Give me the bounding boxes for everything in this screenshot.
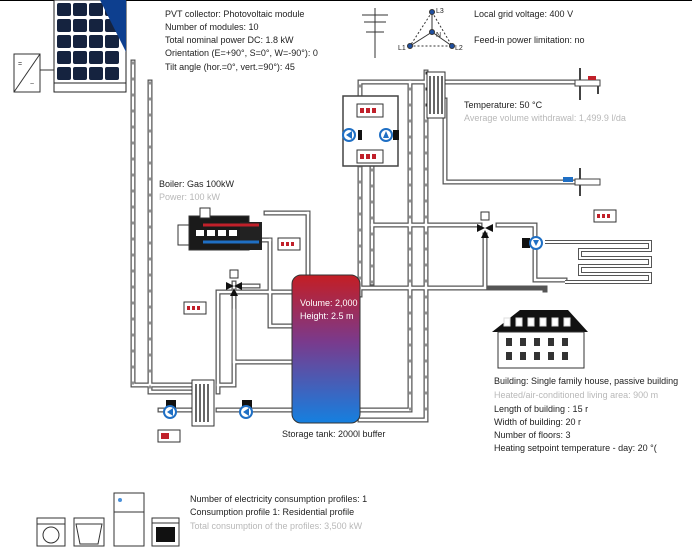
oven-icon [73, 517, 105, 547]
pvt-modules: Number of modules: 10 [165, 22, 259, 32]
phase-label-n: N [436, 32, 442, 39]
phase-label-l2: L2 [455, 45, 463, 52]
building-type: Building: Single family house, passive b… [494, 376, 679, 386]
pump-solar-left[interactable] [163, 400, 177, 419]
heat-exchanger-hot-water[interactable] [426, 71, 446, 119]
pvt-title: PVT collector: Photovoltaic module [165, 9, 305, 19]
meter-solar[interactable] [157, 429, 181, 443]
power-pylon-icon [362, 8, 388, 58]
top-border [0, 0, 692, 1]
consumption-profile-1: Consumption profile 1: Residential profi… [190, 507, 355, 517]
pvt-orientation: Orientation (E=+90°, S=0°, W=-90°): 0 [165, 48, 318, 58]
pump-station[interactable] [342, 95, 399, 167]
storage-tank[interactable] [291, 274, 361, 424]
cold-water-tap-icon [563, 168, 601, 196]
three-phase-grid-symbol [407, 9, 455, 49]
storage-caption: Storage tank: 2000l buffer [282, 429, 386, 439]
heat-exchanger-solar[interactable] [191, 379, 215, 427]
building-length: Length of building : 15 r [494, 404, 589, 414]
pipe-network [130, 59, 578, 423]
meter-heating[interactable] [593, 209, 617, 223]
pump-solar-right[interactable] [239, 400, 253, 419]
hot-water-temperature: Temperature: 50 °C [464, 100, 543, 110]
pv-module-array[interactable] [53, 0, 127, 93]
phase-label-l3: L3 [436, 8, 444, 15]
building-area: Heated/air-conditioned living area: 900 … [494, 390, 659, 400]
meter-left[interactable] [183, 301, 207, 315]
mixing-valve-left[interactable] [226, 269, 242, 296]
fridge-icon [113, 492, 145, 547]
pump-heating[interactable] [522, 236, 543, 250]
gas-boiler[interactable] [177, 207, 262, 251]
building-width: Width of building: 20 r [494, 417, 582, 427]
washing-machine-icon [36, 517, 66, 547]
storage-volume: Volume: 2,000 [300, 298, 358, 308]
boiler-type: Boiler: Gas 100kW [159, 179, 235, 189]
storage-height: Height: 2.5 m [300, 311, 354, 321]
hot-water-withdrawal: Average volume withdrawal: 1,499.9 l/da [464, 113, 626, 123]
consumption-profiles-count: Number of electricity consumption profil… [190, 494, 368, 504]
building-floors: Number of floors: 3 [494, 430, 571, 440]
grid-voltage: Local grid voltage: 400 V [474, 9, 574, 19]
inverter[interactable]: = ~ [13, 53, 54, 93]
building-setpoint: Heating setpoint temperature - day: 20 °… [494, 443, 657, 453]
house-icon [492, 310, 588, 369]
consumption-total: Total consumption of the profiles: 3,500… [190, 521, 363, 531]
pvt-power: Total nominal power DC: 1.8 kW [165, 35, 294, 45]
dishwasher-icon [151, 517, 180, 547]
hot-water-tap-icon [574, 68, 601, 100]
phase-label-l1: L1 [398, 45, 406, 52]
meter-boiler[interactable] [277, 237, 301, 251]
pvt-tilt: Tilt angle (hor.=0°, vert.=90°): 45 [165, 62, 295, 72]
grid-feed-in: Feed-in power limitation: no [474, 35, 585, 45]
floor-heating-coil[interactable] [545, 240, 652, 284]
inverter-ac-symbol: ~ [30, 81, 34, 88]
inverter-dc-symbol: = [18, 61, 22, 68]
mixing-valve-heating[interactable] [477, 211, 493, 238]
boiler-power: Power: 100 kW [159, 192, 221, 202]
